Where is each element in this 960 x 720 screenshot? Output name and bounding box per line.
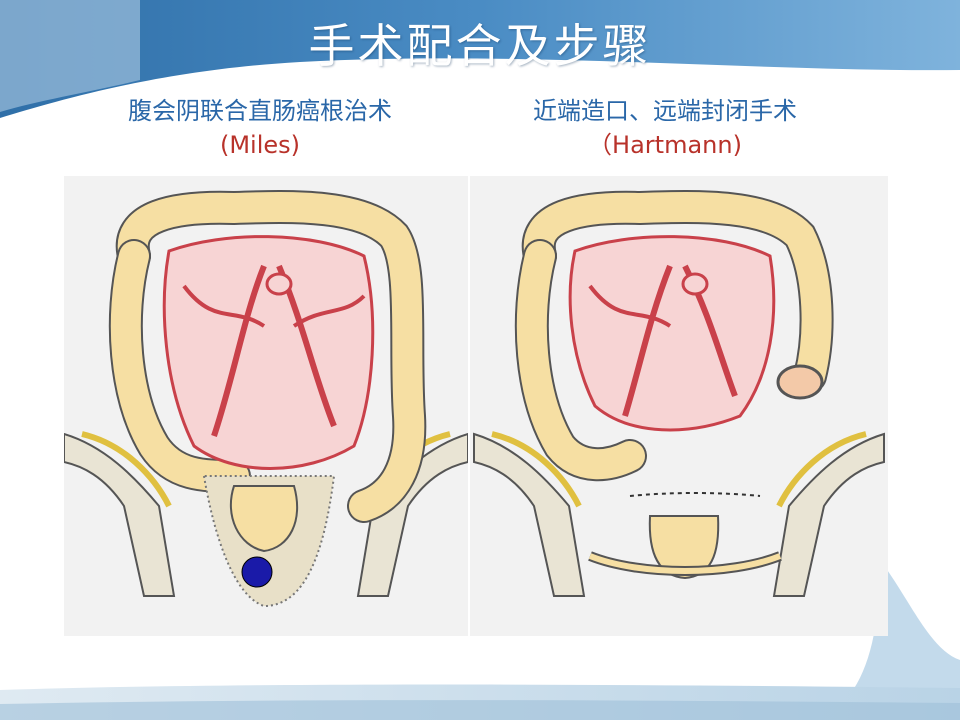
left-caption: 腹会阴联合直肠癌根治术 (Miles) bbox=[70, 94, 450, 162]
right-caption-en: （Hartmann) bbox=[588, 131, 742, 159]
miles-illustration bbox=[64, 176, 468, 636]
left-caption-en: (Miles) bbox=[219, 131, 301, 159]
slide-title: 手术配合及步骤 bbox=[308, 19, 652, 73]
left-caption-cn: 腹会阴联合直肠癌根治术 bbox=[128, 97, 392, 125]
right-caption-cn: 近端造口、远端封闭手术 bbox=[533, 97, 797, 125]
tumor-mark bbox=[241, 556, 273, 588]
hartmann-illustration bbox=[470, 176, 888, 636]
stoma-mark bbox=[776, 364, 824, 400]
right-caption: 近端造口、远端封闭手术 （Hartmann) bbox=[470, 94, 860, 162]
